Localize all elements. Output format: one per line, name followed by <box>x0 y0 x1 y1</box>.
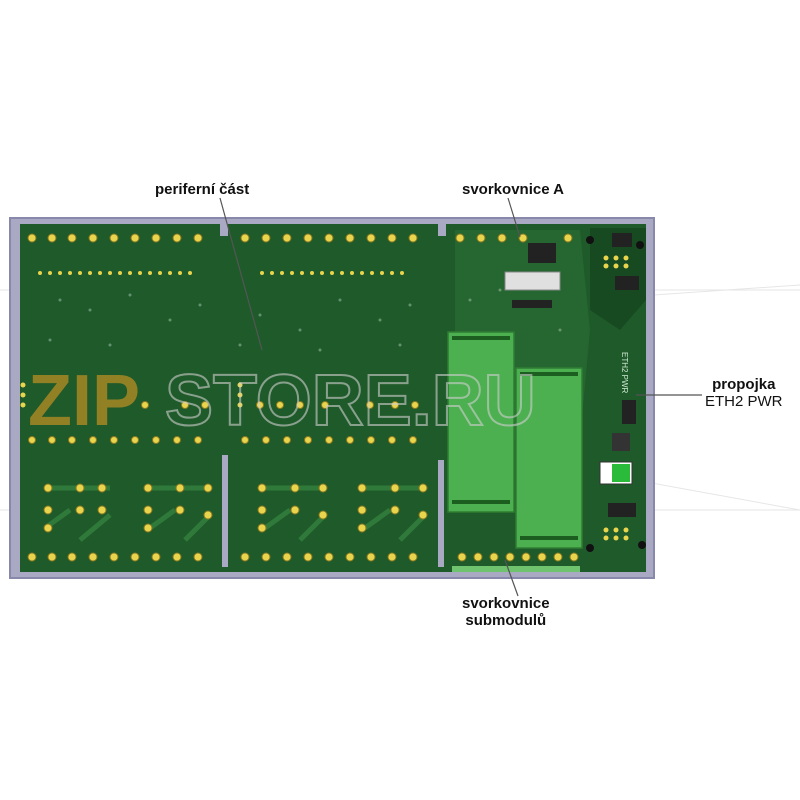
label-submodule-line1: svorkovnice <box>462 595 550 612</box>
mid-pads <box>28 401 419 444</box>
top-terminal-pads <box>27 233 573 243</box>
connector-white <box>504 271 561 291</box>
green-led-fill <box>612 464 630 482</box>
submodule-2 <box>515 367 583 549</box>
label-jumper-line2: ETH2 PWR <box>705 393 783 410</box>
eth2-jumper <box>622 400 636 424</box>
ic-pad-row <box>38 271 404 275</box>
silkscreen-label: ETH2 PWR <box>620 352 629 394</box>
chip-black <box>528 243 556 263</box>
label-jumper-line1: propojka <box>712 376 776 393</box>
label-submodule-line2: submodulů <box>465 612 547 629</box>
ic-right <box>608 503 636 517</box>
vias <box>48 288 562 352</box>
label-terminal-a: svorkovnice A <box>462 181 564 198</box>
mounting-holes <box>586 236 646 552</box>
leader-peripheral <box>219 197 263 351</box>
submodule-1 <box>447 331 515 513</box>
watermark-store: STORE.RU <box>165 361 536 441</box>
chip-black <box>512 300 552 308</box>
label-jumper: propojka ETH2 PWR <box>705 376 783 410</box>
right-pads <box>603 255 629 541</box>
ic-right <box>612 233 632 247</box>
watermark-zip: ZIP <box>28 361 140 441</box>
ic-right <box>612 433 630 451</box>
leader-terminal-a <box>507 197 521 238</box>
divider-slot <box>222 455 228 567</box>
divider-slot <box>220 222 228 236</box>
left-edge-pads <box>20 382 243 408</box>
relay-pads <box>43 483 428 533</box>
ic-right <box>615 276 639 290</box>
bottom-terminal-pads <box>27 552 579 562</box>
leader-submodule <box>504 559 519 597</box>
divider-slot <box>438 460 444 567</box>
submodule-terminal-strip <box>452 566 580 572</box>
divider-slot <box>438 222 446 236</box>
label-submodule: svorkovnice submodulů <box>462 595 550 629</box>
label-peripheral: periferní část <box>155 181 250 198</box>
submodule-pins <box>452 336 578 540</box>
